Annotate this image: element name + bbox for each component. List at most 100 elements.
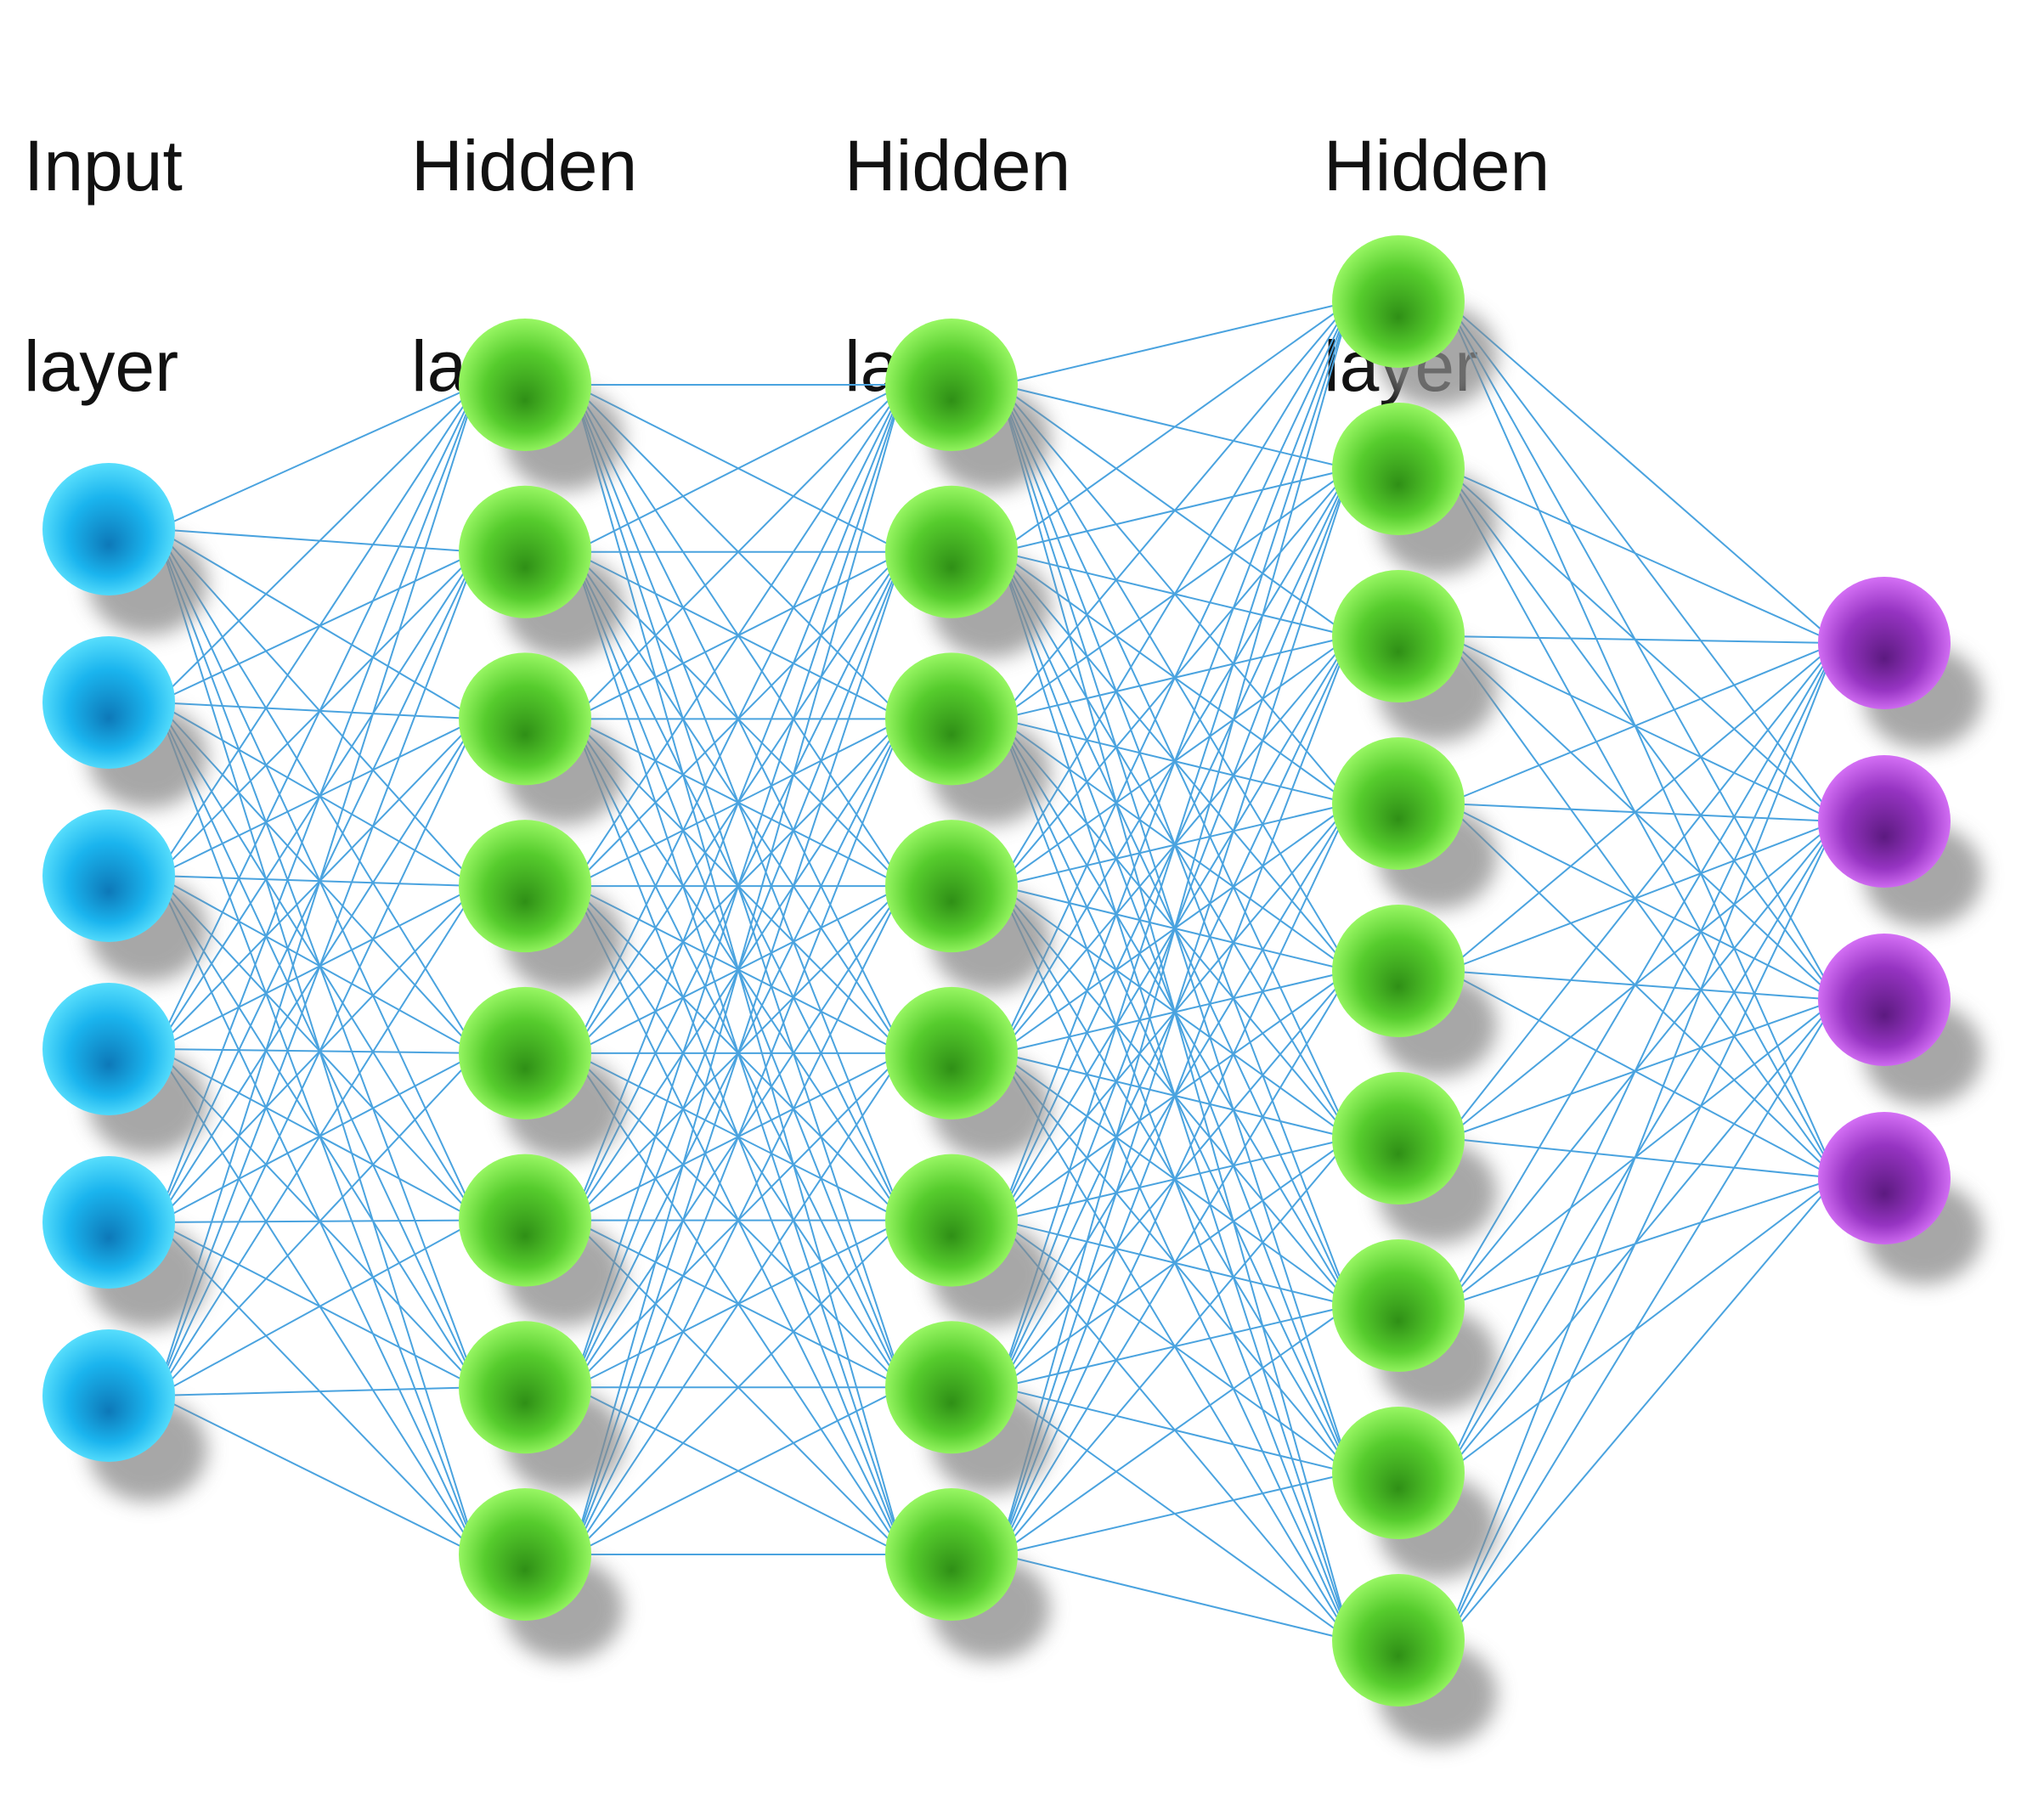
connection-line: [1445, 468, 1838, 1001]
hidden-node: [459, 820, 591, 953]
connection-line: [572, 384, 905, 1054]
connection-line: [1445, 821, 1838, 1641]
connection-line: [572, 1052, 905, 1555]
hidden-node: [885, 652, 1018, 786]
connection-line: [572, 719, 905, 1555]
connection-line: [998, 1137, 1352, 1555]
connection-line: [572, 384, 905, 553]
hidden-node: [1332, 570, 1465, 702]
connection-line: [155, 702, 478, 1555]
connection-line: [155, 1052, 478, 1396]
connection-line: [1445, 803, 1838, 1179]
connection-line: [1445, 301, 1838, 1001]
connection-line: [156, 702, 477, 720]
hidden-node: [885, 1154, 1018, 1287]
output-node: [1818, 577, 1951, 709]
connection-line: [1445, 999, 1838, 1139]
connection-line: [1445, 642, 1838, 804]
node-shadows: [88, 304, 1984, 1746]
connection-line: [572, 384, 905, 887]
connection-line: [155, 551, 478, 1223]
hidden-node: [885, 820, 1018, 953]
connection-line: [155, 1219, 478, 1396]
connection-line: [155, 875, 478, 1054]
connection-line: [1445, 642, 1838, 1474]
connection-line: [1445, 999, 1838, 1306]
connection-line: [1446, 803, 1837, 822]
connection-line: [1445, 821, 1838, 1474]
input-node: [42, 810, 175, 942]
connection-line: [1445, 999, 1838, 1474]
hidden-node: [459, 1488, 591, 1621]
hidden-node: [885, 1321, 1018, 1454]
connection-line: [155, 885, 478, 1050]
connection-line: [1445, 1177, 1838, 1306]
hidden-node: [1332, 1407, 1465, 1539]
input-node: [42, 463, 175, 595]
connection-line: [155, 528, 478, 1221]
hidden-node: [885, 319, 1018, 451]
connection-line: [155, 875, 478, 1388]
connection-line: [1445, 803, 1838, 1001]
connection-line: [998, 1554, 1352, 1641]
connection-line: [155, 528, 478, 887]
connection-line: [1445, 642, 1838, 1641]
connection-line: [155, 384, 478, 530]
connection-line: [155, 550, 478, 703]
connection-line: [155, 551, 478, 1050]
layer-title-input: Input layer: [24, 15, 183, 416]
connection-line: [155, 885, 478, 1223]
connection-line: [1445, 635, 1838, 822]
connection-line: [155, 875, 478, 1555]
connection-line: [155, 719, 478, 1396]
connection-line: [155, 718, 478, 1050]
connection-line: [155, 1221, 478, 1555]
connection-line: [998, 1305, 1352, 1555]
connection-line: [1446, 1137, 1837, 1179]
connection-line: [1445, 468, 1838, 1179]
connection-line: [1445, 970, 1838, 1179]
connection-line: [1445, 301, 1838, 1179]
connection-line: [155, 1048, 478, 1388]
connection-line: [1445, 301, 1838, 644]
hidden-node: [459, 319, 591, 451]
connection-line: [1445, 468, 1838, 822]
connection-line: [156, 1219, 477, 1223]
connection-line: [998, 803, 1352, 1555]
connection-line: [155, 384, 478, 1050]
connection-line: [998, 970, 1352, 1555]
nodes: [42, 235, 1951, 1707]
connection-line: [156, 875, 477, 888]
connection-line: [155, 718, 478, 1223]
connection-line: [155, 1221, 478, 1389]
connection-line: [998, 301, 1352, 1221]
connection-line: [1445, 821, 1838, 972]
hidden-node: [459, 652, 591, 786]
connection-line: [155, 384, 478, 1396]
connection-line: [155, 885, 478, 1396]
hidden-node: [459, 1321, 591, 1454]
connection-line: [155, 528, 478, 1555]
connection-line: [572, 1219, 905, 1555]
connection-line: [998, 301, 1352, 553]
connection-line: [572, 384, 905, 1388]
hidden-node: [885, 1488, 1018, 1621]
connection-line: [1445, 635, 1838, 1179]
connection-line: [998, 301, 1352, 386]
connection-line: [572, 1386, 905, 1555]
hidden-node: [1332, 905, 1465, 1037]
connection-line: [1445, 999, 1838, 1641]
hidden-node: [1332, 1574, 1465, 1707]
connection-line: [155, 528, 478, 720]
connection-line: [155, 875, 478, 1221]
hidden-node: [1332, 403, 1465, 535]
connection-line: [1445, 635, 1838, 1001]
connection-line: [155, 384, 478, 1223]
connection-line: [998, 301, 1352, 720]
hidden-node: [459, 485, 591, 618]
layer-title-line1: Hidden: [411, 126, 638, 206]
connection-line: [1445, 1177, 1838, 1641]
connection-line: [155, 1048, 478, 1555]
connection-line: [572, 384, 905, 1555]
